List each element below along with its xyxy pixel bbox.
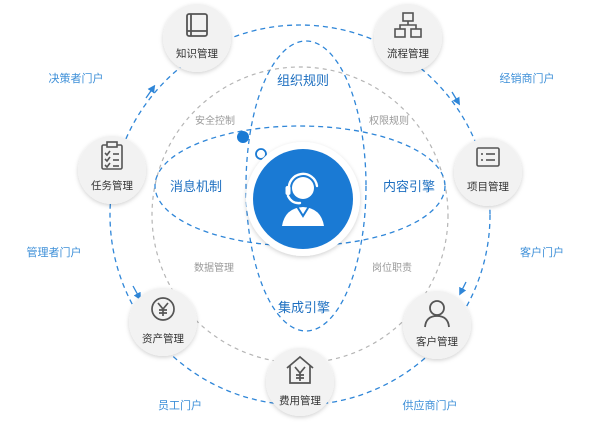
module-process[interactable]: 流程管理 bbox=[374, 4, 442, 72]
portal-dealer[interactable]: 经销商门户 bbox=[500, 71, 555, 85]
headset-person-icon bbox=[282, 172, 324, 226]
portal-decision[interactable]: 决策者门户 bbox=[49, 71, 104, 85]
svg-text:客户管理: 客户管理 bbox=[416, 335, 458, 348]
ring-arrow-right-bottom bbox=[459, 281, 467, 296]
module-asset[interactable]: 资产管理 bbox=[129, 288, 197, 356]
ring-arrow-left-top bbox=[145, 84, 156, 99]
module-expense[interactable]: 费用管理 bbox=[266, 348, 334, 416]
mechanism-message: 消息机制 bbox=[170, 179, 222, 195]
svg-text:知识管理: 知识管理 bbox=[176, 47, 218, 60]
portal-manager[interactable]: 管理者门户 bbox=[27, 245, 82, 259]
portal-client[interactable]: 客户门户 bbox=[520, 245, 564, 259]
svg-text:任务管理: 任务管理 bbox=[91, 179, 133, 192]
center-hub bbox=[246, 142, 360, 256]
book-icon bbox=[186, 13, 208, 37]
horizontal-ellipse bbox=[154, 125, 446, 247]
checklist-icon bbox=[101, 141, 123, 170]
module-task[interactable]: 任务管理 bbox=[78, 136, 146, 204]
module-project[interactable]: 项目管理 bbox=[454, 138, 522, 206]
yen-house-icon bbox=[286, 355, 314, 384]
svg-text:项目管理: 项目管理 bbox=[467, 180, 509, 193]
portal-supplier[interactable]: 供应商门户 bbox=[403, 398, 458, 412]
yen-circle-icon bbox=[151, 297, 175, 321]
mechanism-org-rules: 组织规则 bbox=[277, 74, 329, 89]
control-data: 数据管理 bbox=[194, 261, 234, 274]
control-position: 岗位职责 bbox=[372, 261, 412, 274]
portal-employee[interactable]: 员工门户 bbox=[158, 398, 202, 412]
orbit-dot-large bbox=[237, 131, 249, 143]
person-icon bbox=[424, 300, 450, 328]
mechanism-integration-engine: 集成引擎 bbox=[278, 300, 330, 316]
module-customer[interactable]: 客户管理 bbox=[403, 291, 471, 359]
mechanism-content-engine: 内容引擎 bbox=[383, 179, 435, 195]
ring-arrow-right-top bbox=[451, 91, 461, 106]
flowchart-icon bbox=[394, 12, 422, 38]
control-permission: 权限规则 bbox=[369, 114, 409, 127]
module-knowledge[interactable]: 知识管理 bbox=[163, 4, 231, 72]
vertical-ellipse bbox=[245, 40, 367, 332]
ring-arrow-left-bottom bbox=[132, 285, 141, 301]
svg-text:费用管理: 费用管理 bbox=[279, 394, 321, 407]
list-document-icon bbox=[476, 147, 500, 167]
orbit-dot-small bbox=[255, 148, 267, 160]
svg-text:资产管理: 资产管理 bbox=[142, 332, 184, 345]
svg-text:流程管理: 流程管理 bbox=[387, 47, 429, 60]
control-security: 安全控制 bbox=[195, 114, 235, 127]
